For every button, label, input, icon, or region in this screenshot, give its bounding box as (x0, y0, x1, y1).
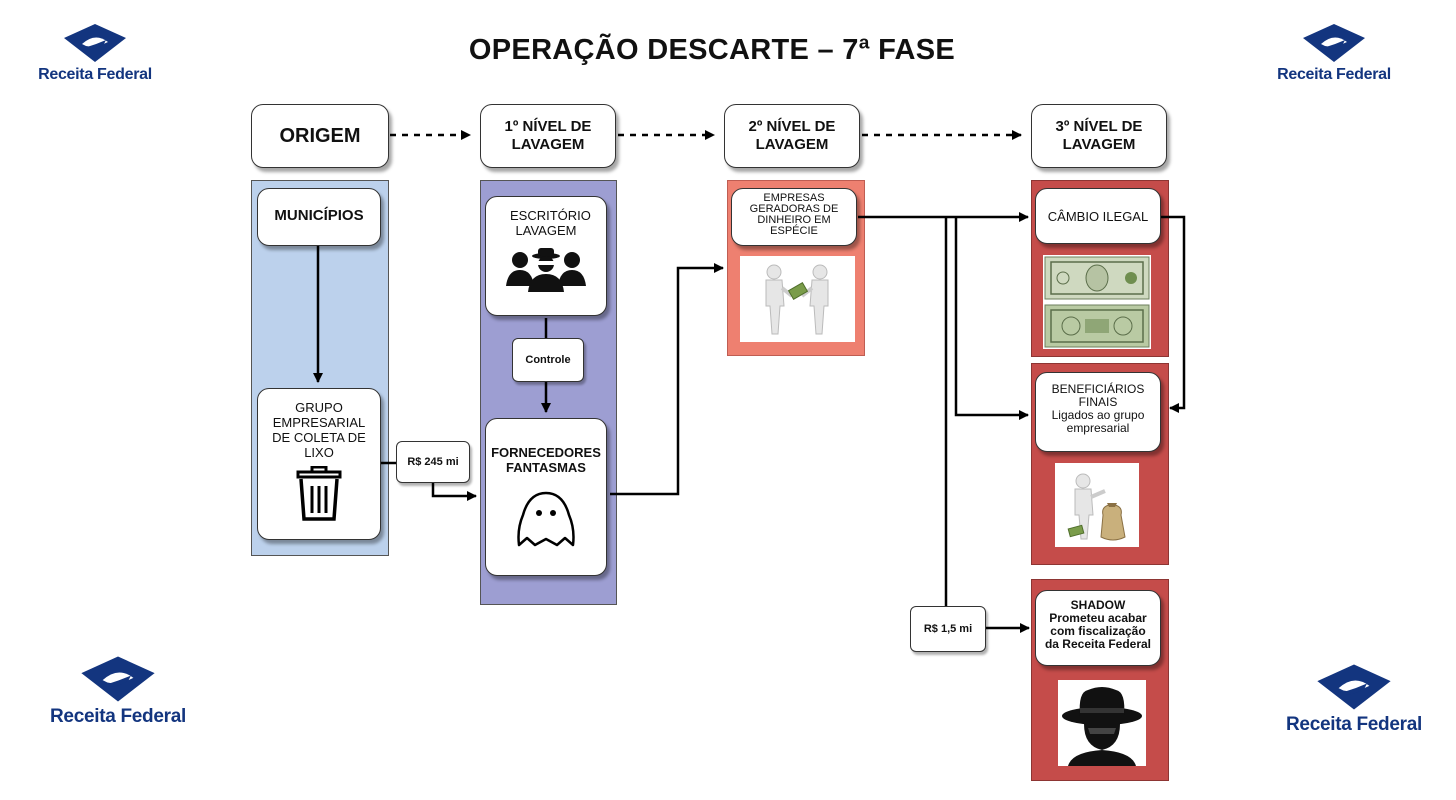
header-nivel-2: 2º NÍVEL DE LAVAGEM (724, 104, 860, 168)
page-title: OPERAÇÃO DESCARTE – 7ª FASE (468, 34, 956, 66)
header-nivel-3: 3º NÍVEL DE LAVAGEM (1031, 104, 1167, 168)
ghost-icon (517, 491, 575, 547)
receita-federal-logo-icon (64, 24, 126, 62)
receita-federal-logo-icon (81, 656, 155, 702)
spy-hat-icon (1062, 687, 1142, 766)
header-nivel-1: 1º NÍVEL DE LAVAGEM (480, 104, 616, 168)
amount-first: R$ 245 mi (396, 441, 470, 483)
logo-top-right: Receita Federal (1259, 22, 1409, 84)
handshake-money-icon (765, 264, 829, 335)
money-bag-image (1055, 463, 1139, 547)
spy-group-icon (506, 248, 586, 292)
node-municipios: MUNICÍPIOS (257, 188, 381, 246)
header-origem: ORIGEM (251, 104, 389, 168)
node-fornecedores-fantasmas: FORNECEDORES FANTASMAS (485, 418, 607, 576)
logo-text: Receita Federal (38, 66, 152, 83)
node-escritorio-lavagem: ESCRITÓRIO LAVAGEM (485, 196, 607, 316)
handshake-image (740, 256, 855, 342)
logo-top-left: Receita Federal (20, 22, 170, 84)
node-controle: Controle (512, 338, 584, 382)
amount-second: R$ 1,5 mi (910, 606, 986, 652)
node-cambio-ilegal: CÂMBIO ILEGAL (1035, 188, 1161, 244)
money-bag-man-icon (1067, 473, 1126, 541)
logo-text: Receita Federal (1277, 66, 1391, 83)
dollar-bills-image (1043, 255, 1151, 349)
trash-icon (296, 466, 342, 521)
dollar-bill-icon (1044, 256, 1150, 348)
receita-federal-logo-icon (1303, 24, 1365, 62)
receita-federal-logo-icon (1317, 664, 1391, 710)
hat-man-image (1058, 680, 1146, 766)
node-shadow: SHADOW Prometeu acabar com fiscalização … (1035, 590, 1161, 666)
logo-text: Receita Federal (50, 706, 186, 727)
node-beneficiarios-finais: BENEFICIÁRIOS FINAIS Ligados ao grupo em… (1035, 372, 1161, 452)
node-grupo-empresarial: GRUPO EMPRESARIAL DE COLETA DE LIXO (257, 388, 381, 540)
logo-bottom-right: Receita Federal (1279, 662, 1429, 736)
logo-bottom-left: Receita Federal (43, 654, 193, 728)
logo-text: Receita Federal (1286, 714, 1422, 735)
node-empresas-geradoras: EMPRESAS GERADORAS DE DINHEIRO EM ESPÉCI… (731, 188, 857, 246)
